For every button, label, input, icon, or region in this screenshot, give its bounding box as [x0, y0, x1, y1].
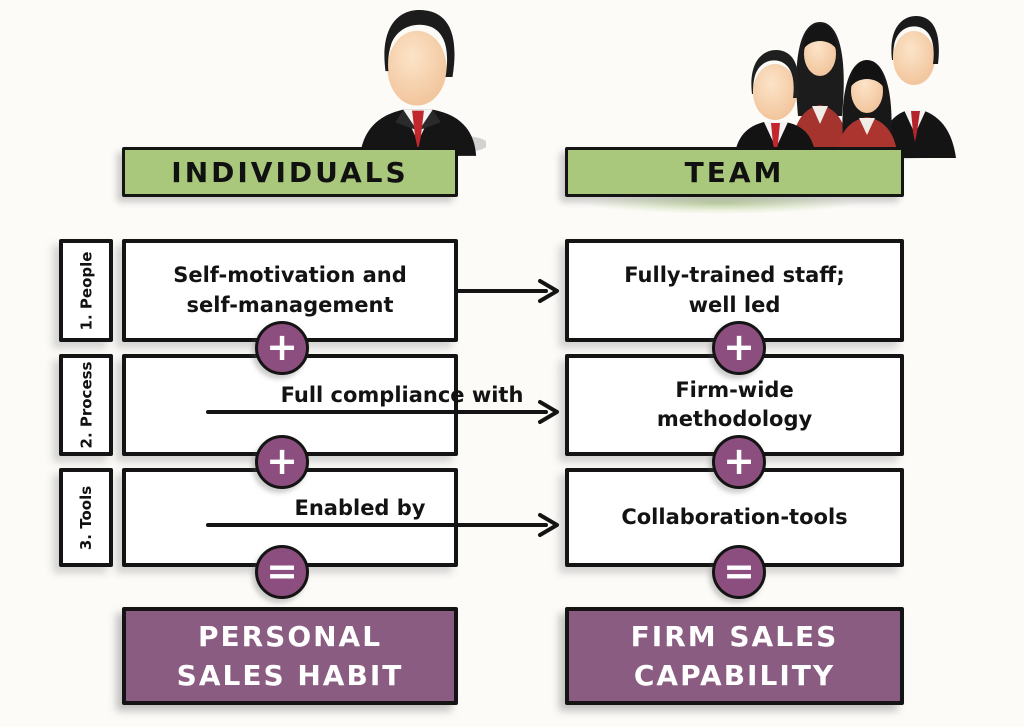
- plus-operator-right-1: +: [712, 321, 766, 375]
- row-label-tools-text: 3. Tools: [77, 485, 95, 550]
- equals-operator-left: =: [255, 545, 309, 599]
- team-people-box: Fully-trained staff; well led: [565, 239, 904, 342]
- businessman-icon: [359, 10, 486, 156]
- row-label-process: 2. Process: [59, 354, 113, 456]
- individuals-header: INDIVIDUALS: [122, 147, 458, 197]
- row-label-people-text: 1. People: [77, 251, 96, 330]
- team-people-text-line1: Fully-trained staff;: [624, 263, 845, 288]
- personal-sales-habit-line1: PERSONAL: [197, 619, 383, 653]
- team-tools-text-line1: Collaboration-tools: [621, 504, 848, 529]
- row-label-tools: 3. Tools: [59, 468, 113, 567]
- personal-sales-habit-line2: SALES HABIT: [176, 659, 404, 692]
- personal-sales-habit-box: PERSONAL SALES HABIT: [122, 607, 458, 705]
- firm-sales-capability-line2: CAPABILITY: [633, 659, 836, 692]
- plus-operator-right-2: +: [712, 435, 766, 489]
- tools-arrow-label: Enabled by: [294, 496, 426, 520]
- row-label-process-text: 2. Process: [77, 361, 96, 449]
- team-header: TEAM: [565, 147, 904, 197]
- equals-operator-right: =: [712, 545, 766, 599]
- team-people-text-line2: well led: [688, 292, 781, 317]
- team-process-text-line1: Firm-wide: [675, 377, 794, 402]
- individual-people-text-line1: Self-motivation and: [173, 263, 407, 288]
- plus-operator-left-2: +: [255, 435, 309, 489]
- firm-sales-capability-box: FIRM SALES CAPABILITY: [565, 607, 904, 705]
- team-group-icon: [728, 16, 956, 160]
- process-arrow-label: Full compliance with: [280, 383, 524, 407]
- individual-people-text-line2: self-management: [186, 292, 394, 317]
- team-man-back: [876, 16, 956, 158]
- row-label-people: 1. People: [59, 239, 113, 342]
- firm-sales-capability-line1: FIRM SALES: [630, 619, 839, 653]
- arrow-people: [456, 279, 559, 303]
- team-process-text-line2: methodology: [656, 407, 813, 431]
- team-woman-front: [836, 60, 898, 160]
- plus-operator-left-1: +: [255, 321, 309, 375]
- team-woman-back: [790, 22, 850, 158]
- team-header-shadow: [585, 192, 855, 214]
